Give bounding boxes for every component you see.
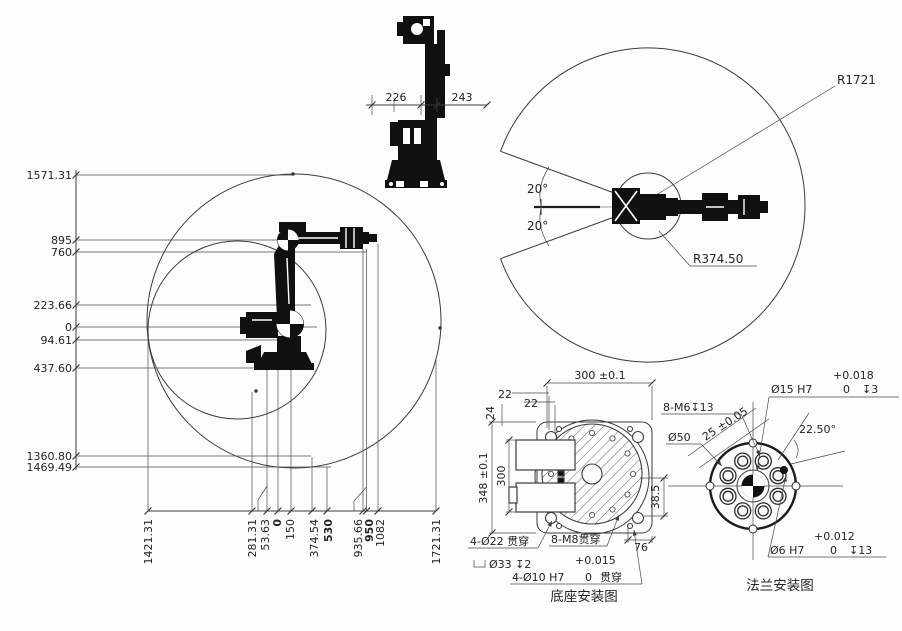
- h-dim-0: 0: [271, 519, 284, 527]
- base-pin-tol-upper: +0.015: [575, 554, 616, 567]
- base-note-corner-holes: 4-Ø22 贯穿: [470, 534, 529, 548]
- envelope-outer-arc: [500, 47, 806, 363]
- base-dim-300h: 300: [495, 466, 508, 487]
- base-housing-circle: [534, 419, 650, 535]
- flange-center-tol-lower: 0: [843, 383, 850, 396]
- h-dim-530: 530: [322, 519, 335, 542]
- envelope-plan-view: 20° 20° R1721 R374.50: [500, 47, 876, 363]
- envelope-wedge-upper: [500, 150, 618, 195]
- h-dim-150: 150: [284, 519, 297, 540]
- h-dim-281: 281.31: [246, 519, 259, 558]
- base-bracket: [508, 439, 576, 513]
- angle-arc-upper: [539, 166, 550, 208]
- robot-top-silhouette: [385, 16, 450, 188]
- base-plate: [536, 421, 653, 534]
- base-dim-300w: 300 ±0.1: [574, 369, 625, 382]
- corner-holes: [544, 425, 645, 530]
- flange-angle-label: 22.50°: [799, 423, 836, 436]
- flange-notes: +0.018 Ø15 H7 0 ↧3 8-M6↧13 25 ±0.05 Ø50 …: [661, 369, 899, 558]
- dowel-hole: [780, 466, 788, 474]
- flange-center-depth: ↧3: [862, 383, 878, 396]
- v-dim-895: 895: [51, 234, 72, 247]
- flange-center-label: Ø15 H7: [771, 383, 812, 396]
- base-dim-38-5: 38.5: [649, 485, 662, 510]
- robot-plan-silhouette: [612, 188, 768, 224]
- dim-226: 226: [386, 91, 407, 104]
- base-pin-label: 4-Ø10 H7: [512, 571, 564, 584]
- flange-dowel-tol-lower: 0: [830, 544, 837, 557]
- counterbore-icon: [473, 560, 486, 568]
- v-dim-1469: 1469.49: [27, 461, 73, 474]
- side-horizontal-dim-axis: 1421.31 281.31 53.63 0 150 374.54 530 93…: [142, 244, 443, 565]
- base-mounting-view: 300 ±0.1 22 24 22 348 ±0.1 300 38.5 76: [468, 369, 668, 605]
- side-envelope-inner-circle: [147, 240, 327, 420]
- v-dim-0: 0: [65, 321, 72, 334]
- angle-label-upper: 20°: [527, 182, 548, 196]
- base-dims: 300 ±0.1 22 24 22 348 ±0.1 300 38.5 76: [477, 369, 668, 554]
- base-dim-24: 24: [484, 406, 497, 420]
- h-dim-374: 374.54: [308, 519, 321, 558]
- flange-caption: 法兰安装图: [746, 578, 814, 594]
- base-dim-76: 76: [634, 541, 648, 554]
- flange-center-tol-upper: +0.018: [833, 369, 874, 382]
- h-dim-1082: 1082: [374, 519, 387, 547]
- base-dim-22b: 22: [524, 397, 538, 410]
- base-note-cbore: Ø33 ↧2: [489, 558, 531, 571]
- side-vertical-dim-axis: 1571.31 895 760 223.66 0 94.61 437.60 13…: [27, 169, 367, 474]
- flange-tap-label: 8-M6↧13: [663, 401, 714, 414]
- base-pin-tol-lower: 0: [585, 571, 592, 584]
- flange-dowel-depth: ↧13: [849, 544, 872, 557]
- envelope-point-right: [438, 326, 442, 330]
- flange-pilot-circle: [736, 469, 770, 503]
- angle-label-lower: 20°: [527, 219, 548, 233]
- v-dim-1360: 1360.80: [27, 450, 73, 463]
- angle-arc-lower: [539, 205, 550, 247]
- flange-outer-marks: [705, 438, 801, 534]
- h-dim-53: 53.63: [259, 519, 272, 551]
- envelope-point-lower-left: [254, 389, 258, 393]
- base-center-hole: [581, 463, 603, 485]
- r1721-leader: [652, 85, 836, 198]
- top-offset-dims: 226 243: [366, 91, 491, 115]
- base-note-m8: 8-M8贯穿: [551, 532, 600, 546]
- r1721-label: R1721: [837, 73, 876, 87]
- flange-dowel-label: Ø6 H7: [770, 544, 804, 557]
- r374-label: R374.50: [693, 252, 743, 266]
- base-pin-through: 贯穿: [600, 570, 622, 584]
- h-dim-935: 935.66: [352, 519, 365, 558]
- h-dim-1421: 1421.31: [142, 519, 155, 565]
- envelope-wedge-lower: [500, 215, 618, 260]
- side-view: 1571.31 895 760 223.66 0 94.61 437.60 13…: [27, 169, 444, 565]
- v-dim-223: 223.66: [34, 299, 73, 312]
- base-notes: 4-Ø22 贯穿 Ø33 ↧2 8-M8贯穿 +0.015 4-Ø10 H7 0…: [468, 514, 643, 585]
- r374-leader: [658, 230, 691, 267]
- h-dim-950: 950: [363, 519, 376, 542]
- robot-side-silhouette: [240, 222, 377, 370]
- v-dim-1571: 1571.31: [27, 169, 73, 182]
- base-dim-348: 348 ±0.1: [477, 452, 490, 503]
- v-dim-437: 437.60: [34, 362, 73, 375]
- flange-dowel-tol-upper: +0.012: [814, 530, 855, 543]
- flange-mounting-view: +0.018 Ø15 H7 0 ↧3 8-M6↧13 25 ±0.05 Ø50 …: [661, 369, 899, 594]
- top-offset-view: 226 243: [366, 16, 491, 188]
- m6-hole-ring: [719, 452, 787, 520]
- dim-243: 243: [452, 91, 473, 104]
- base-dim-22a: 22: [498, 388, 512, 401]
- v-dim-760: 760: [51, 246, 72, 259]
- v-dim-94: 94.61: [41, 334, 73, 347]
- flange-bolt-circle-label: Ø50: [668, 431, 691, 444]
- h-dim-1721: 1721.31: [430, 519, 443, 565]
- base-caption: 底座安装图: [550, 589, 618, 605]
